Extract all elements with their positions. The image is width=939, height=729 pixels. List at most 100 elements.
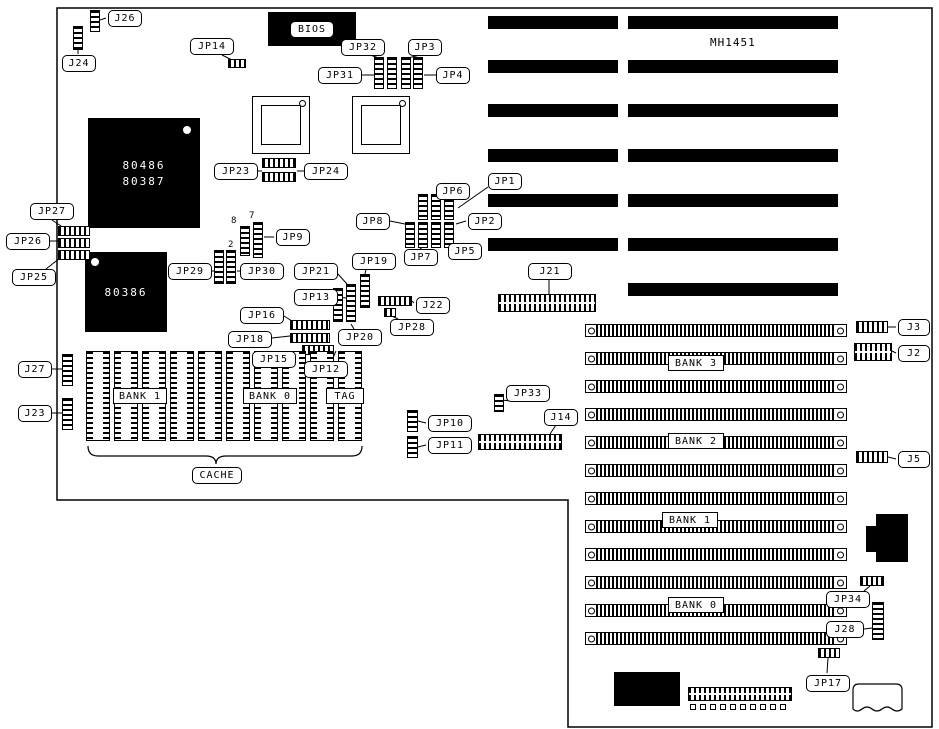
- jumper-jp5: [431, 222, 441, 248]
- simm-bank2-label: BANK 2: [668, 433, 724, 449]
- jumper-j28: [872, 602, 884, 640]
- plcc-socket-2: [352, 96, 410, 154]
- callout-jp34: JP34: [826, 591, 870, 608]
- cache-label: CACHE: [192, 467, 242, 484]
- jumper-j23: [62, 398, 73, 430]
- leader-line-jp10: [417, 420, 427, 424]
- leader-line-jp2: [455, 220, 467, 225]
- simm-bank3-label: BANK 3: [668, 355, 724, 371]
- cpu-line1: 80486: [122, 158, 166, 172]
- pin1-dot: [91, 258, 99, 266]
- leader-line-jp11: [417, 444, 427, 448]
- jumper-jp25: [58, 250, 90, 260]
- jumper-jp21: [346, 284, 356, 322]
- callout-jp4: JP4: [436, 67, 470, 84]
- pin1-dot: [399, 100, 406, 107]
- cache-bank1-label: BANK 1: [113, 388, 167, 404]
- jumper-jp6: [418, 194, 428, 220]
- jumper-jp9-a: [240, 226, 250, 256]
- leader-line-j26: [99, 17, 107, 21]
- jumper-jp31: [374, 57, 384, 89]
- callout-jp9: JP9: [276, 229, 310, 246]
- bios-label: BIOS: [290, 21, 334, 38]
- simm-bank0-label: BANK 0: [668, 597, 724, 613]
- callout-jp30: JP30: [240, 263, 284, 280]
- jumper-j24: [73, 26, 83, 50]
- jumper-jp28: [384, 308, 396, 317]
- callout-jp32: JP32: [341, 39, 385, 56]
- connector-pin: [730, 704, 736, 710]
- plcc-socket-1: [252, 96, 310, 154]
- leader-line-j14: [549, 424, 557, 435]
- leader-line-j5: [887, 456, 897, 460]
- isa-slot-segment: [628, 283, 838, 296]
- connector-pin: [780, 704, 786, 710]
- leader-line-jp20: [350, 323, 355, 330]
- isa-slot-segment: [628, 149, 838, 162]
- callout-jp7: JP7: [404, 249, 438, 266]
- callout-jp18: JP18: [228, 331, 272, 348]
- jumper-jp9-b: [253, 222, 263, 258]
- jumper-jp4: [413, 57, 423, 89]
- callout-j27: J27: [18, 361, 52, 378]
- callout-j22: J22: [416, 297, 450, 314]
- callout-j21: J21: [528, 263, 572, 280]
- pin-number-8: 8: [231, 216, 237, 226]
- callout-jp12: JP12: [304, 361, 348, 378]
- simm-socket: [585, 324, 847, 337]
- callout-j23: J23: [18, 405, 52, 422]
- callout-jp28: JP28: [390, 319, 434, 336]
- callout-jp19: JP19: [352, 253, 396, 270]
- board-outline: [56, 7, 933, 728]
- pin1-dot: [299, 100, 306, 107]
- jumper-jp3: [401, 57, 411, 89]
- simm-socket: [585, 576, 847, 589]
- callout-jp2: JP2: [468, 213, 502, 230]
- leader-line-jp8: [389, 220, 406, 225]
- header-j21: [498, 294, 596, 312]
- jumper-jp33: [494, 394, 504, 412]
- header-j14: [478, 434, 562, 450]
- plcc-inner: [361, 105, 401, 145]
- isa-slot-segment: [488, 60, 618, 73]
- callout-jp15: JP15: [252, 351, 296, 368]
- pin-number-7: 7: [249, 211, 255, 221]
- callout-jp10: JP10: [428, 415, 472, 432]
- simm-socket: [585, 632, 847, 645]
- callout-j28: J28: [826, 621, 864, 638]
- leader-line-jp1: [457, 186, 489, 209]
- leader-line-j2: [891, 350, 897, 354]
- callout-jp1: JP1: [488, 173, 522, 190]
- leader-line-jp34: [863, 585, 871, 592]
- jumper-jp26: [58, 238, 90, 248]
- jumper-j27: [62, 354, 73, 386]
- callout-j26: J26: [108, 10, 142, 27]
- isa-slot-segment: [628, 60, 838, 73]
- connector-pin: [700, 704, 706, 710]
- simm-socket: [585, 464, 847, 477]
- callout-jp20: JP20: [338, 329, 382, 346]
- callout-j2: J2: [898, 345, 930, 362]
- pin-number-2: 2: [228, 240, 234, 250]
- leader-line-jp17: [826, 657, 829, 674]
- jumper-jp11: [407, 436, 418, 458]
- callout-jp23: JP23: [214, 163, 258, 180]
- callout-jp17: JP17: [806, 675, 850, 692]
- connector-pin: [720, 704, 726, 710]
- isa-slot-segment: [628, 238, 838, 251]
- bottom-chip: [614, 672, 680, 706]
- bottom-connector: [688, 687, 792, 701]
- callout-j14: J14: [544, 409, 578, 426]
- isa-slot-segment: [628, 16, 838, 29]
- leader-line-j22: [411, 300, 415, 304]
- jumper-jp23: [262, 158, 296, 168]
- simm-bank1-label: BANK 1: [662, 512, 718, 528]
- callout-jp3: JP3: [408, 39, 442, 56]
- callout-jp33: JP33: [506, 385, 550, 402]
- cpu-line2: 80387: [122, 174, 166, 188]
- keyboard-connector-body: [876, 514, 908, 562]
- jumper-jp19: [360, 274, 370, 308]
- callout-jp26: JP26: [6, 233, 50, 250]
- jumper-jp16: [290, 320, 330, 330]
